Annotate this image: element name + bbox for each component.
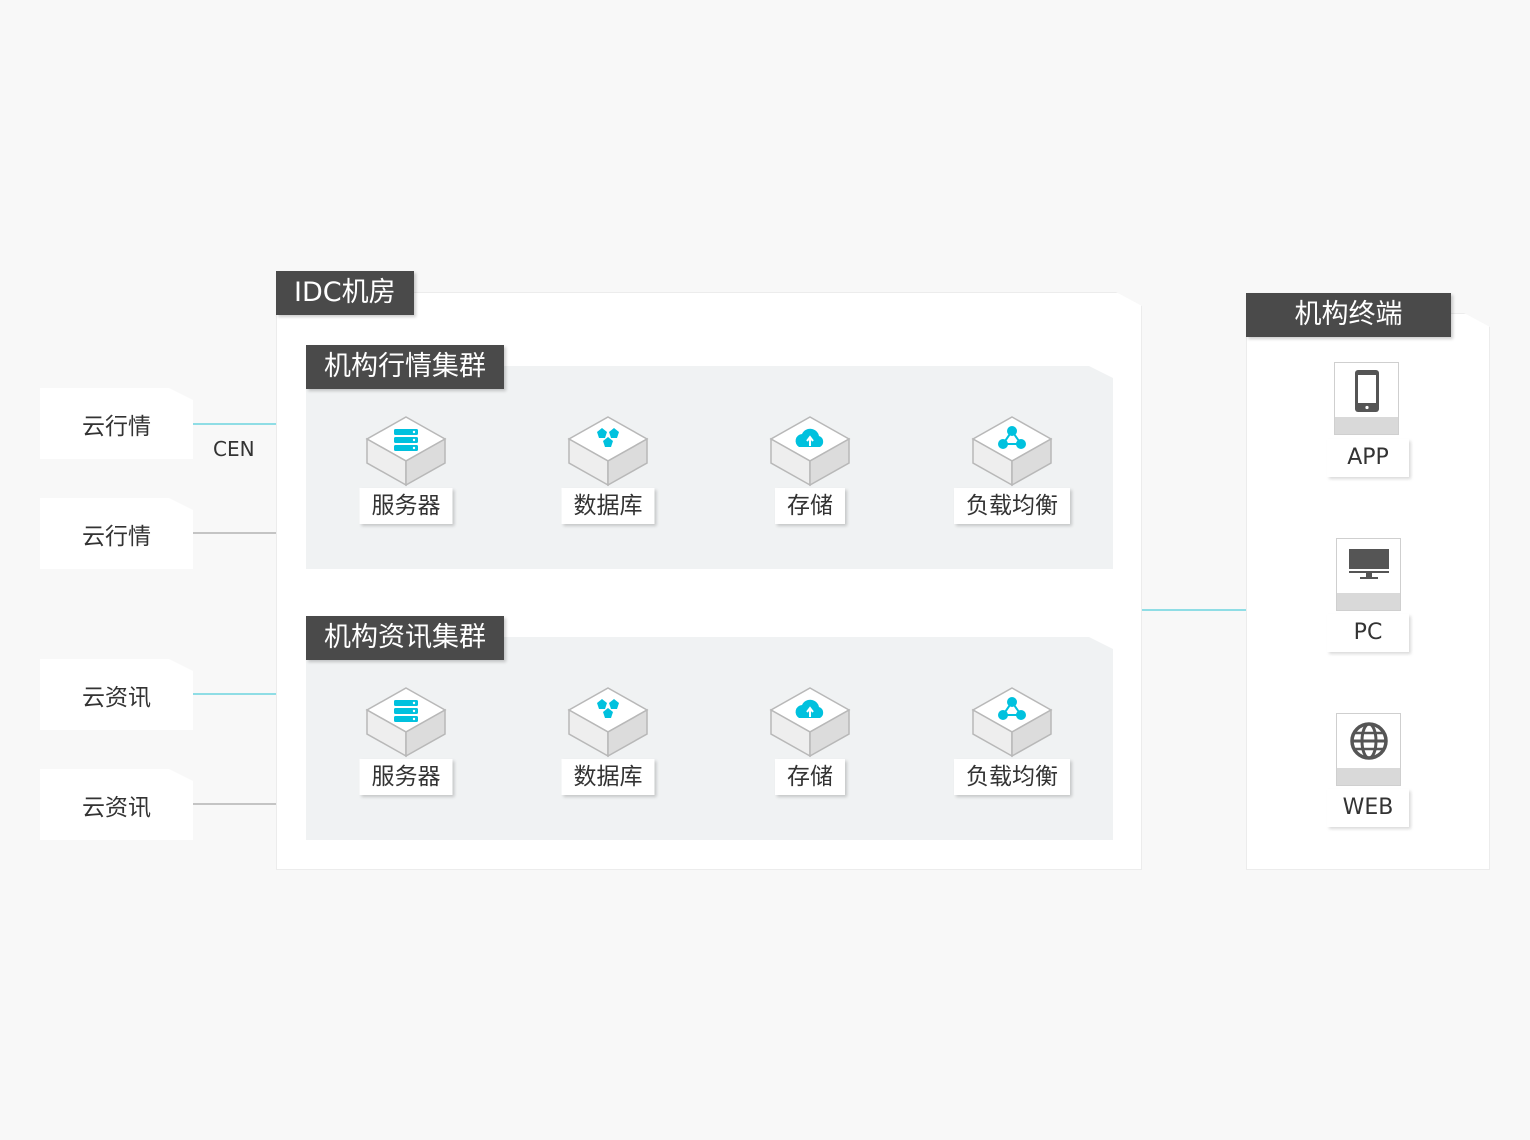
desktop-monitor-icon	[1348, 549, 1389, 579]
component-label: 存储	[775, 488, 845, 524]
cloud-storage-icon	[770, 416, 850, 486]
source-label: 云资讯	[82, 684, 151, 711]
load-balancer-icon	[972, 687, 1052, 757]
source-card-1: 云行情	[40, 388, 193, 459]
cen-label: CEN	[213, 437, 255, 461]
device-web	[1336, 713, 1401, 786]
connector-line	[193, 532, 307, 534]
server-icon	[366, 687, 446, 757]
device-label: PC	[1327, 614, 1409, 652]
cluster-panel-news	[306, 637, 1113, 840]
connector-line	[193, 803, 307, 805]
cluster-title: 机构行情集群	[306, 345, 504, 389]
connector-line-terminal	[1142, 609, 1246, 611]
connector-line-cen	[193, 423, 307, 425]
cloud-storage-icon	[770, 687, 850, 757]
component-label: 服务器	[359, 488, 453, 524]
component-load-balancer: 负载均衡	[954, 415, 1070, 535]
component-database: 数据库	[553, 415, 663, 535]
source-card-2: 云行情	[40, 498, 193, 569]
component-label: 数据库	[561, 488, 655, 524]
component-server: 服务器	[351, 415, 461, 535]
component-label: 负载均衡	[954, 759, 1070, 795]
source-label: 云行情	[82, 523, 151, 550]
source-label: 云资讯	[82, 794, 151, 821]
source-card-4: 云资讯	[40, 769, 193, 840]
component-server: 服务器	[351, 686, 461, 806]
source-label: 云行情	[82, 413, 151, 440]
cluster-panel-market	[306, 366, 1113, 569]
device-app	[1334, 362, 1399, 435]
component-storage: 存储	[755, 686, 865, 806]
component-load-balancer: 负载均衡	[954, 686, 1070, 806]
device-label: APP	[1327, 439, 1409, 477]
connector-line	[193, 693, 307, 695]
terminal-title: 机构终端	[1246, 293, 1451, 337]
load-balancer-icon	[972, 416, 1052, 486]
idc-title: IDC机房	[276, 271, 414, 315]
component-database: 数据库	[553, 686, 663, 806]
cluster-title: 机构资讯集群	[306, 616, 504, 660]
source-card-3: 云资讯	[40, 659, 193, 730]
component-label: 服务器	[359, 759, 453, 795]
database-icon	[568, 687, 648, 757]
server-icon	[366, 416, 446, 486]
device-label: WEB	[1327, 789, 1409, 827]
component-label: 存储	[775, 759, 845, 795]
device-pc	[1336, 538, 1401, 611]
mobile-phone-icon	[1354, 370, 1379, 412]
component-label: 负载均衡	[954, 488, 1070, 524]
database-icon	[568, 416, 648, 486]
component-label: 数据库	[561, 759, 655, 795]
globe-icon	[1349, 722, 1388, 760]
component-storage: 存储	[755, 415, 865, 535]
